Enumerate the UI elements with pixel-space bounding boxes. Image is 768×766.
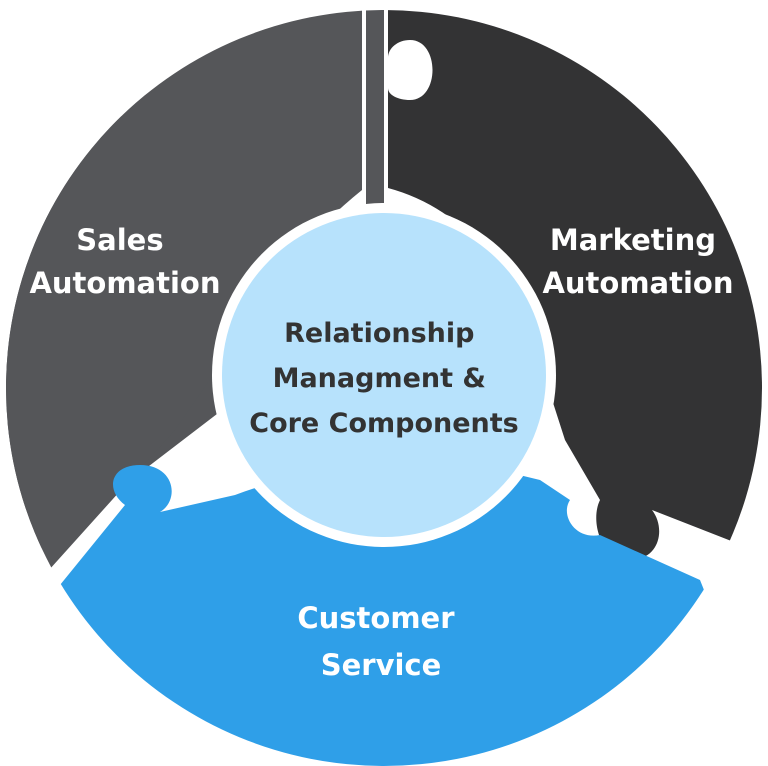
marketing-label-line2: Automation	[542, 266, 733, 300]
sales-label-line2: Automation	[29, 266, 220, 300]
center-label: Relationship Managment & Core Components	[249, 318, 519, 439]
customer-service-segment	[6, 463, 762, 766]
marketing-automation-label: Marketing Automation	[542, 223, 733, 300]
center-label-line2: Managment &	[273, 363, 486, 394]
customer-label-line2: Service	[321, 648, 442, 682]
sales-automation-label: Sales Automation	[29, 223, 220, 300]
customer-service-label: Customer Service	[297, 601, 464, 682]
center-circle	[222, 213, 546, 537]
center-label-line3: Core Components	[249, 408, 519, 439]
customer-label-line1: Customer	[297, 601, 455, 635]
marketing-label-line1: Marketing	[550, 223, 716, 257]
sales-label-line1: Sales	[76, 223, 163, 257]
center-label-line1: Relationship	[284, 318, 474, 349]
